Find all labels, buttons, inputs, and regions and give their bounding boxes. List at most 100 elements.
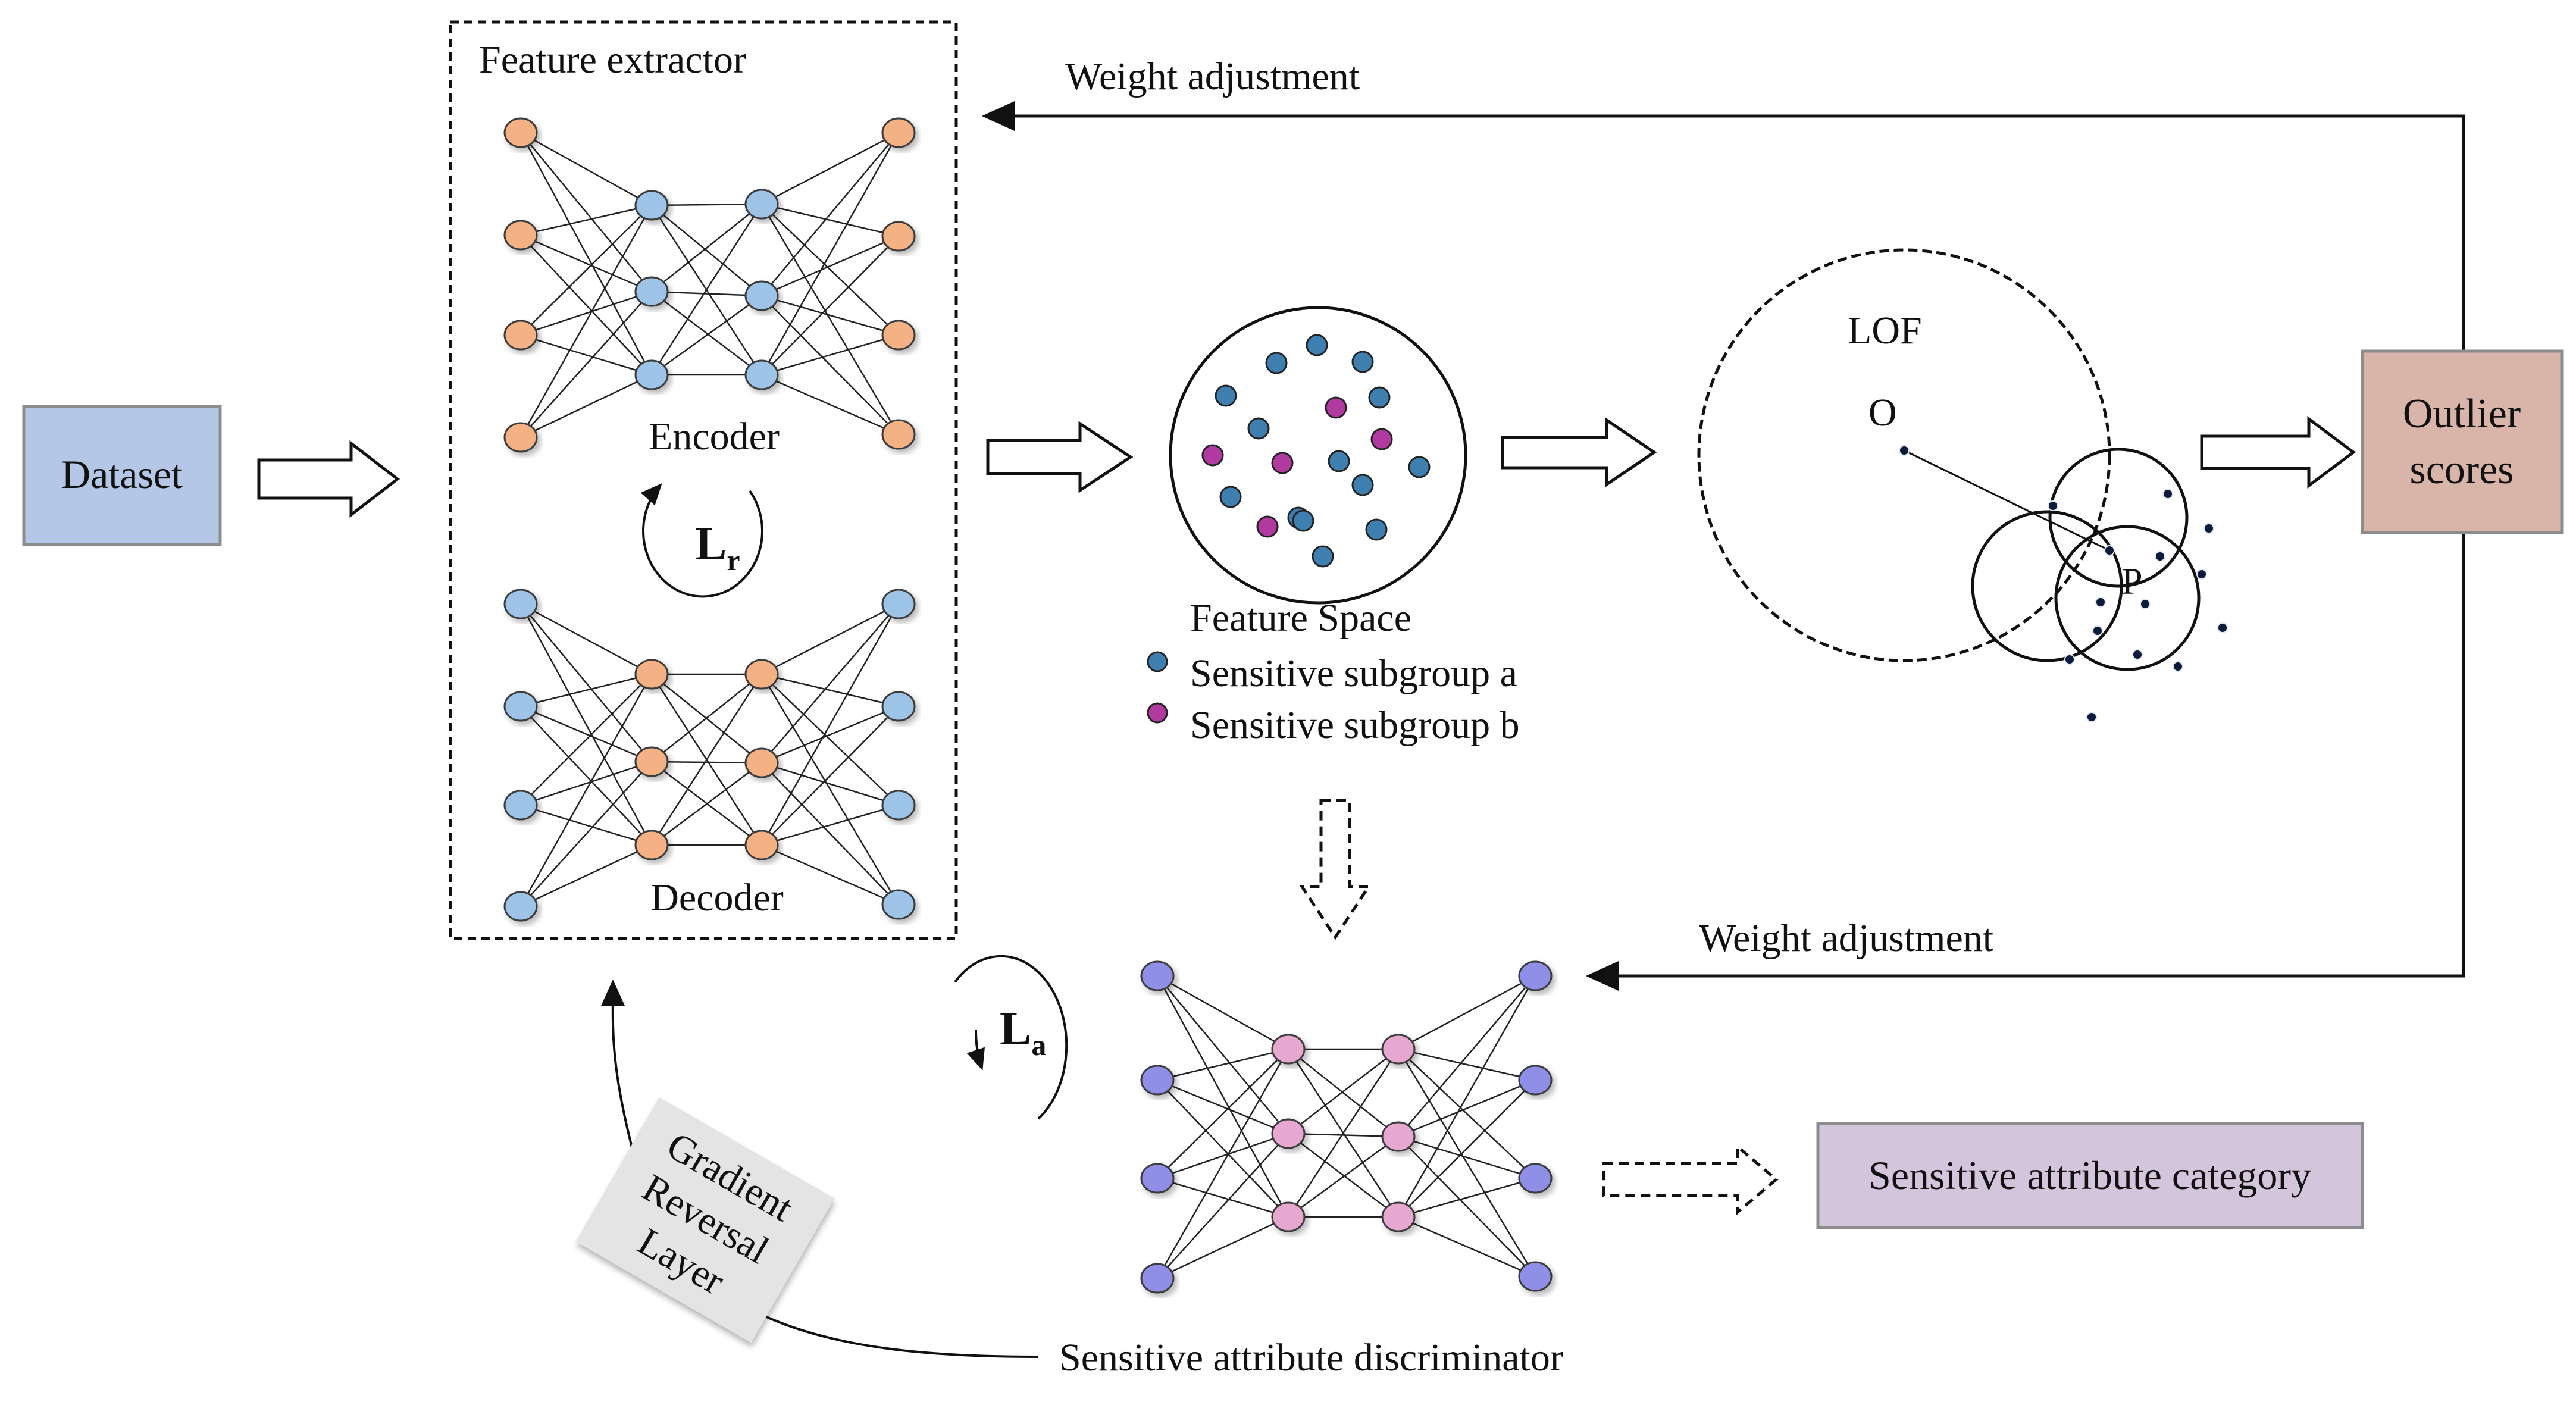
encoder-label: Encoder (649, 415, 780, 458)
subgroup-a-legend-dot (1147, 651, 1168, 672)
network-node (744, 830, 779, 860)
lof-data-point (2132, 649, 2143, 660)
discriminator-network (1140, 960, 1553, 1294)
network-node (503, 589, 538, 619)
point-p-label: P (2121, 560, 2143, 602)
lof-label: LOF (1848, 309, 1922, 352)
lof-data-point (2203, 523, 2214, 534)
network-node (503, 422, 538, 453)
network-edge (1288, 1135, 1399, 1218)
subgroup-b-point (1256, 515, 1279, 538)
lof-data-point (2196, 569, 2207, 580)
subgroup-a-point (1306, 334, 1328, 356)
network-edge (761, 673, 899, 708)
network-node (634, 659, 669, 690)
network-edge (1397, 1049, 1536, 1277)
network-edge (520, 234, 652, 293)
network-edge (520, 603, 652, 675)
lof-points (1899, 445, 2228, 722)
network-edge (651, 205, 762, 296)
subgroup-a-point (1219, 486, 1242, 508)
subgroup-a-point (1215, 384, 1237, 407)
network-node (1271, 1034, 1306, 1065)
network-edge (651, 290, 762, 297)
network-edge (520, 132, 652, 206)
network-node (1140, 1263, 1175, 1294)
network-node (881, 589, 916, 619)
network-edge (1288, 1132, 1399, 1138)
network-edge (761, 804, 899, 846)
network-edge (1157, 1177, 1289, 1218)
network-node (881, 790, 916, 821)
network-edge (1157, 1132, 1289, 1179)
feature-space-label: Feature Space (1190, 596, 1411, 640)
feature-space: Feature Space Sensitive subgroup a Sensi… (1147, 306, 1520, 747)
network-node (1518, 1065, 1553, 1096)
encoder-network (503, 117, 916, 453)
decoder-label: Decoder (650, 876, 784, 919)
network-node (744, 659, 779, 690)
network-edge (520, 234, 652, 375)
network-node (1271, 1118, 1306, 1149)
network-edge (520, 132, 652, 292)
network-edge (761, 132, 899, 205)
network-edge (520, 290, 652, 336)
network-edge (761, 844, 899, 906)
arrow-feature-space-to-lof (1501, 417, 1657, 487)
network-node (881, 889, 916, 920)
network-node (744, 359, 779, 390)
network-node (503, 790, 538, 821)
network-edge (761, 762, 899, 806)
network-edge (761, 235, 899, 297)
subgroup-a-point (1328, 450, 1350, 472)
network-edge (1157, 975, 1289, 1134)
network-edge (651, 295, 762, 376)
network-edge (761, 603, 899, 763)
subgroup-b-legend-dot (1147, 702, 1168, 724)
network-edge (1157, 1216, 1289, 1279)
network-edge (1398, 1177, 1536, 1218)
network-node (744, 747, 779, 778)
network-edge (761, 762, 899, 905)
gradient-reversal-layer: Gradient Reversal Layer (575, 1097, 835, 1343)
lof-data-point (2217, 622, 2228, 633)
network-node (744, 280, 779, 311)
network-edge (1157, 1079, 1289, 1135)
network-edge (1156, 975, 1289, 1218)
network-edge (1157, 1048, 1289, 1081)
subgroup-a-point (1351, 351, 1374, 373)
network-edge (761, 374, 899, 436)
network-edge (761, 295, 899, 336)
lof-data-point (2162, 489, 2173, 499)
network-edge (1398, 1135, 1536, 1179)
sensitive-category-box: Sensitive attribute category (1816, 1122, 2364, 1229)
network-edge (520, 673, 652, 708)
subgroup-b-point (1201, 444, 1224, 467)
network-edge (650, 674, 763, 846)
network-node (1518, 1163, 1553, 1194)
weight-adjustment-bottom: Weight adjustment (1586, 533, 2465, 991)
network-edge (651, 203, 762, 206)
lof-data-point (2095, 597, 2106, 608)
lof-outer-circle (1697, 248, 2111, 662)
network-edge (1156, 1049, 1289, 1279)
network-edge (1397, 975, 1536, 1218)
network-node (881, 320, 916, 351)
outlier-scores-line2: scores (2410, 447, 2514, 493)
loss-r-loop: Lr (640, 483, 763, 598)
network-edge (1398, 1079, 1536, 1138)
network-edge (520, 603, 652, 762)
network-edge (519, 132, 653, 375)
network-node (503, 891, 538, 922)
network-edge (651, 761, 762, 764)
network-node (1140, 1163, 1175, 1194)
network-node (634, 359, 669, 390)
network-edge (760, 132, 900, 375)
network-node (881, 691, 916, 722)
network-edge (761, 674, 899, 806)
network-node (634, 830, 669, 860)
neighborhood-circle-bottom (2054, 525, 2201, 671)
subgroup-a-point (1292, 509, 1314, 532)
decoder-network (503, 589, 916, 922)
